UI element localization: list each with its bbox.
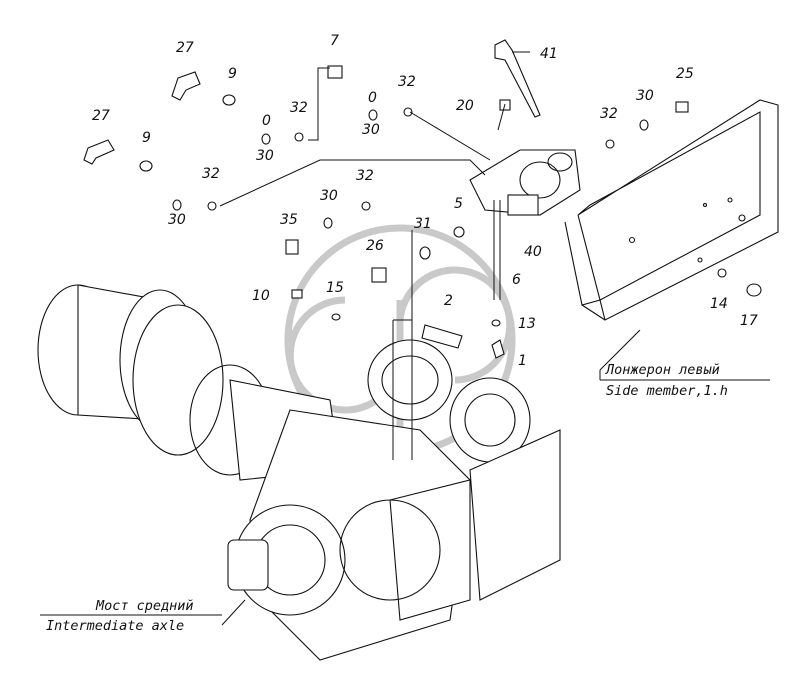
- label-9: 9: [142, 130, 151, 146]
- label-32: 32: [202, 166, 220, 182]
- captions: Лонжерон левый Side member,1.h Мост сред…: [40, 362, 770, 634]
- label-32: 32: [290, 100, 308, 116]
- side-member-caption-en: Side member,1.h: [606, 383, 728, 399]
- label-30: 30: [320, 188, 338, 204]
- label-0: 0: [368, 90, 377, 106]
- label-27: 27: [176, 40, 194, 56]
- label-27: 27: [92, 108, 110, 124]
- label-31: 31: [414, 216, 432, 232]
- label-10: 10: [252, 288, 270, 304]
- label-9: 9: [228, 66, 237, 82]
- label-32: 32: [398, 74, 416, 90]
- label-26: 26: [366, 238, 384, 254]
- label-6: 6: [512, 272, 521, 288]
- label-15: 15: [326, 280, 344, 296]
- label-32: 32: [600, 106, 618, 122]
- side-member-caption-ru: Лонжерон левый: [605, 362, 720, 378]
- label-20: 20: [456, 98, 474, 114]
- label-30: 30: [168, 212, 186, 228]
- label-5: 5: [454, 196, 463, 212]
- leader-lines: [219, 51, 641, 626]
- fittings: [83, 65, 762, 359]
- label-30: 30: [256, 148, 274, 164]
- label-13: 13: [518, 316, 536, 332]
- label-17: 17: [740, 313, 758, 329]
- label-0: 0: [262, 113, 271, 129]
- o-rings: [172, 107, 649, 260]
- label-25: 25: [676, 66, 694, 82]
- label-35: 35: [280, 212, 298, 228]
- label-32: 32: [356, 168, 374, 184]
- label-30: 30: [636, 88, 654, 104]
- part-labels: 27 27 7 9 9 41 25 32 32 32 32 32 0 30 0 …: [92, 33, 758, 369]
- label-30: 30: [362, 122, 380, 138]
- axle-caption-en: Intermediate axle: [46, 618, 184, 634]
- label-41: 41: [540, 46, 558, 62]
- lever-part: [494, 39, 541, 118]
- label-40: 40: [524, 244, 542, 260]
- label-2: 2: [444, 293, 453, 309]
- label-7: 7: [330, 33, 339, 49]
- label-14: 14: [710, 296, 728, 312]
- label-1: 1: [518, 353, 527, 369]
- side-member: [564, 99, 779, 321]
- hose-part: [421, 324, 463, 349]
- intermediate-axle: [37, 284, 561, 661]
- axle-caption-ru: Мост средний: [95, 598, 194, 614]
- valve-assembly: [469, 149, 581, 300]
